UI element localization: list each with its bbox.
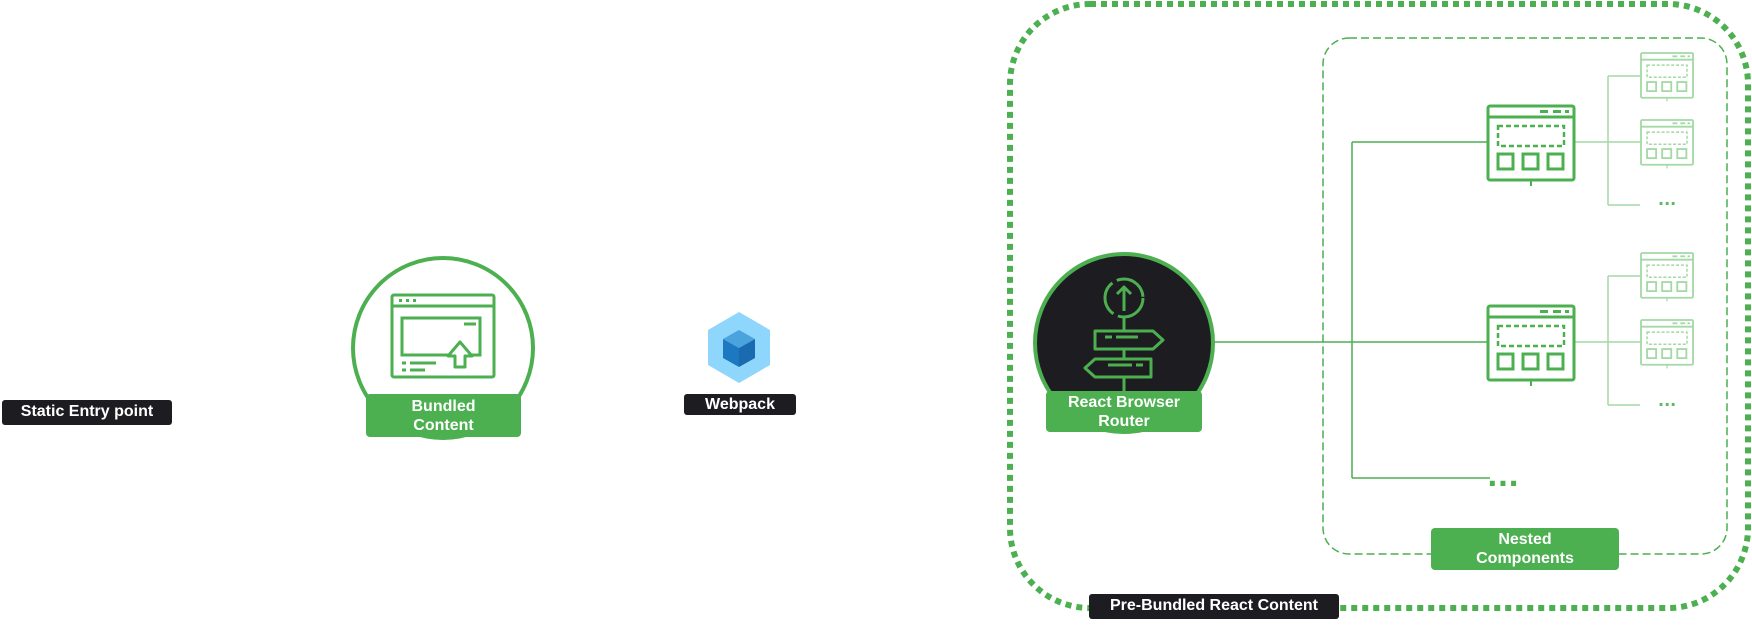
react-router-label: React Browser Router xyxy=(1046,391,1202,432)
signpost-icon xyxy=(1083,277,1165,392)
bundled-label-line2: Content xyxy=(413,416,474,434)
router-connectors xyxy=(1214,141,1490,479)
leaf-ellipsis-middle: ... xyxy=(1658,391,1677,410)
branch-ellipsis-bottom: ... xyxy=(1487,460,1519,493)
static-entry-label: Static Entry point xyxy=(2,400,172,425)
browser-upload-icon xyxy=(390,293,496,379)
webpack-label: Webpack xyxy=(684,394,796,415)
router-label-line1: React Browser xyxy=(1067,393,1181,411)
app-window-icon xyxy=(1640,252,1694,303)
bundled-content-label: Bundled Content xyxy=(366,394,521,437)
app-window-icon xyxy=(1640,319,1694,370)
leaf-ellipsis-top: ... xyxy=(1658,190,1677,209)
nested-label-line2: Components xyxy=(1476,550,1574,567)
bundled-content-node xyxy=(351,256,535,440)
app-window-icon xyxy=(1486,304,1576,388)
prebundled-label: Pre-Bundled React Content xyxy=(1089,594,1339,619)
nested-components-label: Nested Components xyxy=(1431,528,1619,570)
prebundled-container xyxy=(1007,1,1751,611)
bundled-label-line1: Bundled xyxy=(411,397,476,415)
leaf-connectors xyxy=(1574,75,1640,406)
nested-label-line1: Nested xyxy=(1498,531,1552,548)
app-window-icon xyxy=(1486,104,1576,188)
app-window-icon xyxy=(1640,52,1694,103)
webpack-logo-icon xyxy=(708,312,770,383)
react-router-node xyxy=(1033,252,1215,434)
router-label-line2: Router xyxy=(1098,412,1150,430)
app-window-icon xyxy=(1640,119,1694,170)
